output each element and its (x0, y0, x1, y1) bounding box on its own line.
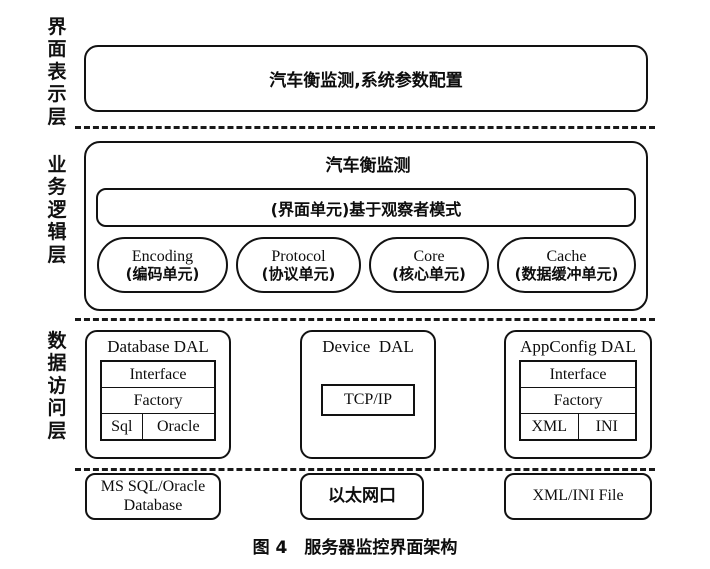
unit-cache-name: Cache (546, 247, 587, 265)
table-row: Interface (519, 360, 637, 388)
layer-label-business: 业 务 逻 辑 层 (40, 154, 74, 266)
table-row: Factory (100, 387, 216, 414)
business-layer-title: 汽车衡监测 (325, 156, 411, 176)
storage-database: MS SQL/Oracle Database (85, 473, 221, 520)
dal-appconfig-factory: Factory (519, 387, 637, 414)
layer-label-char: 界 (47, 16, 67, 38)
layer-label-data-access: 数 据 访 问 层 (40, 330, 74, 442)
layer-label-char: 层 (47, 419, 67, 442)
table-row: Sql Oracle (100, 413, 216, 441)
unit-encoding-desc: (编码单元) (125, 264, 200, 283)
storage-xml-ini-file: XML/INI File (504, 473, 652, 520)
layer-separator-1 (75, 126, 655, 129)
dal-appconfig-title: AppConfig DAL (520, 337, 636, 356)
dal-database: Database DAL Interface Factory Sql Oracl… (85, 330, 231, 459)
figure-caption: 图 4 服务器监控界面架构 (252, 538, 458, 558)
dal-database-interface: Interface (100, 360, 216, 388)
storage-ethernet-label: 以太网口 (328, 485, 396, 506)
dal-appconfig: AppConfig DAL Interface Factory XML INI (504, 330, 652, 459)
dal-device-tcpip: TCP/IP (321, 384, 415, 416)
dal-appconfig-table: Interface Factory XML INI (519, 360, 637, 441)
layer-separator-3 (75, 468, 655, 471)
layer-label-char: 示 (47, 83, 67, 106)
layer-label-char: 据 (47, 352, 67, 375)
dal-database-table: Interface Factory Sql Oracle (100, 360, 216, 441)
layer-label-char: 访 (47, 374, 67, 397)
dal-device: Device DAL TCP/IP (300, 330, 436, 459)
layer-label-char: 辑 (47, 221, 67, 244)
unit-cache-desc: (数据缓冲单元) (514, 264, 619, 283)
unit-cache: Cache (数据缓冲单元) (497, 237, 636, 293)
table-row: Factory (519, 387, 637, 414)
dal-database-factory: Factory (100, 387, 216, 414)
unit-core: Core (核心单元) (369, 237, 489, 293)
unit-encoding-name: Encoding (131, 247, 194, 265)
observer-pattern-box: (界面单元)基于观察者模式 (96, 188, 636, 227)
layer-label-char: 务 (47, 176, 67, 199)
dal-appconfig-ini: INI (577, 413, 637, 441)
table-row: Interface (100, 360, 216, 388)
layer-label-char: 数 (47, 330, 67, 352)
dal-appconfig-interface: Interface (519, 360, 637, 388)
storage-database-line2: Database (123, 496, 183, 514)
storage-database-line1: MS SQL/Oracle (100, 478, 206, 496)
layer-label-char: 业 (47, 154, 67, 176)
dal-appconfig-xml: XML (519, 413, 579, 441)
layer-label-char: 层 (47, 243, 67, 266)
layer-label-presentation: 界 面 表 示 层 (40, 16, 74, 128)
table-row: XML INI (519, 413, 637, 441)
unit-core-desc: (核心单元) (392, 264, 466, 283)
dal-database-sql: Sql (100, 413, 143, 441)
unit-protocol-name: Protocol (271, 247, 326, 265)
layer-label-char: 问 (47, 397, 67, 420)
layer-label-char: 表 (47, 60, 67, 83)
presentation-layer-box: 汽车衡监测,系统参数配置 (84, 45, 648, 112)
dal-database-title: Database DAL (107, 337, 209, 356)
unit-protocol: Protocol (协议单元) (236, 237, 361, 293)
layer-label-char: 层 (47, 105, 67, 128)
storage-file-label: XML/INI File (532, 487, 624, 505)
unit-core-name: Core (413, 247, 445, 265)
dal-device-title: Device DAL (322, 337, 414, 356)
dal-database-oracle: Oracle (141, 413, 216, 441)
layer-separator-2 (75, 318, 655, 321)
storage-ethernet-port: 以太网口 (300, 473, 424, 520)
unit-protocol-desc: (协议单元) (261, 264, 336, 283)
unit-encoding: Encoding (编码单元) (97, 237, 228, 293)
layer-label-char: 面 (47, 38, 67, 61)
layer-label-char: 逻 (47, 198, 67, 221)
